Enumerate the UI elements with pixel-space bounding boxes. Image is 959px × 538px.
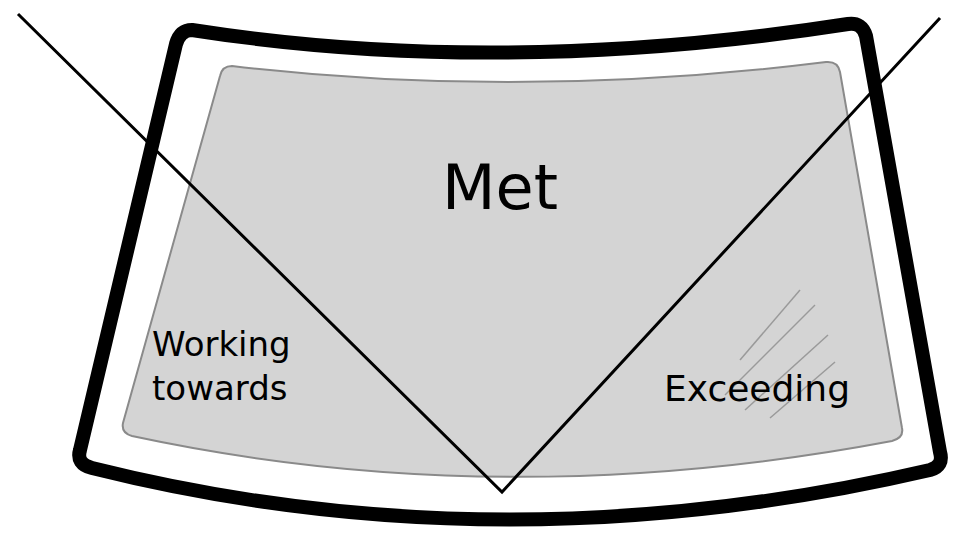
zone-label: Working towards [152, 322, 327, 410]
zone-label: Met [360, 150, 640, 226]
zone-label: Exceeding [664, 366, 914, 412]
v-divider-lines [18, 14, 940, 492]
windscreen-glass [123, 62, 903, 477]
windscreen-frame [79, 24, 941, 520]
